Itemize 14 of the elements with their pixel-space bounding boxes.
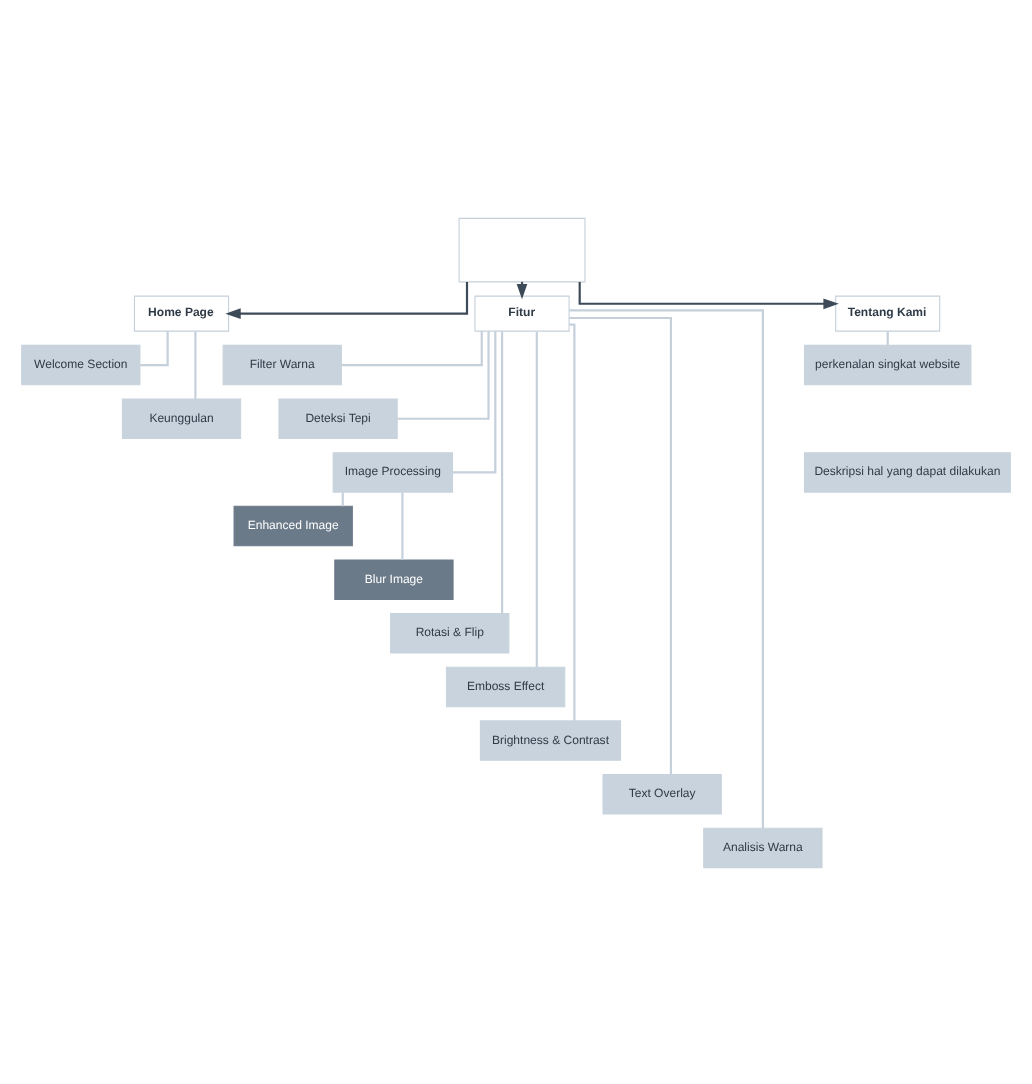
connector <box>397 330 490 419</box>
connector <box>886 330 889 345</box>
connector <box>341 491 344 506</box>
connector <box>569 322 576 720</box>
connector <box>535 330 538 666</box>
connector <box>501 330 504 613</box>
arrow <box>578 280 839 309</box>
arrow <box>225 280 469 318</box>
connector <box>569 308 764 828</box>
connector <box>569 315 672 774</box>
connector <box>401 491 404 559</box>
connector <box>452 330 497 473</box>
connector <box>341 330 483 366</box>
connector <box>194 330 197 399</box>
